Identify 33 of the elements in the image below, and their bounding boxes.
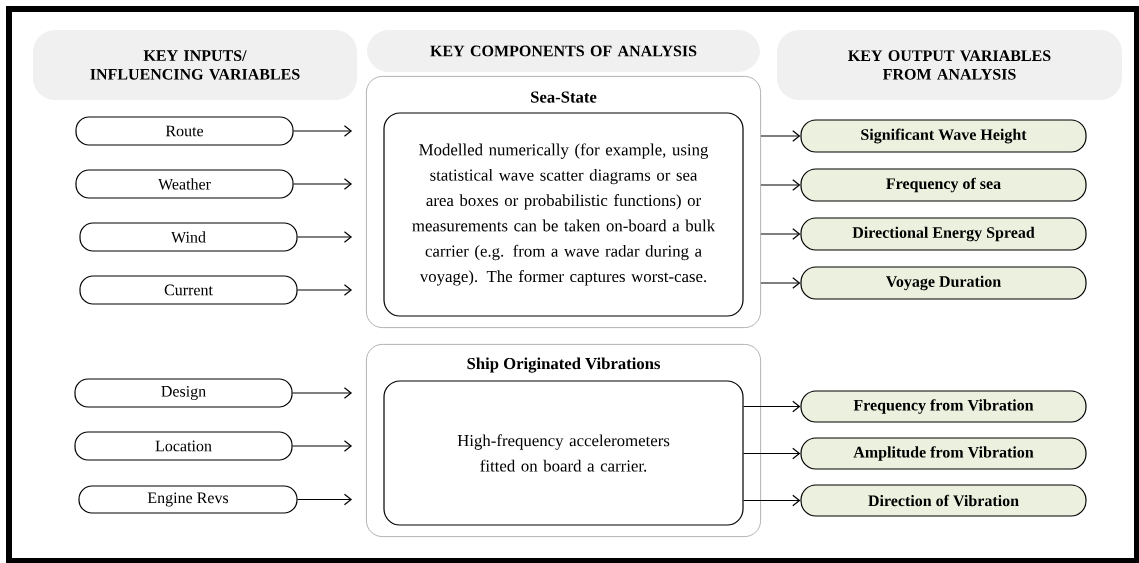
output-pill: Direction of Vibration [800, 484, 1087, 517]
arrow [760, 277, 801, 289]
arrow [292, 440, 353, 452]
arrow [743, 400, 801, 413]
description-box: Modelled numerically (for example, using statistical wave scatter diagrams or sea area boxes or probabilistic functions) or measurements can be taken on-board a bulk carrier (e.g. from a wave radar during a voyage). The former captures worst-case. [383, 112, 744, 317]
output-pill: Directional Energy Spread [800, 217, 1087, 251]
column-heading: KEY OUTPUT VARIABLES FROM ANALYSIS [777, 30, 1122, 100]
arrow [743, 494, 801, 507]
arrow [297, 284, 353, 296]
input-pill: Wind [79, 222, 298, 252]
arrow [297, 493, 353, 506]
output-pill: Frequency from Vibration [800, 390, 1087, 423]
arrow [743, 447, 801, 460]
input-pill: Location [74, 431, 293, 461]
input-pill: Current [79, 275, 298, 305]
output-pill: Amplitude from Vibration [800, 437, 1087, 470]
arrow [760, 228, 801, 240]
input-pill: Design [74, 378, 293, 408]
output-pill: Voyage Duration [800, 266, 1087, 300]
column-heading: KEY INPUTS/ INFLUENCING VARIABLES [33, 30, 357, 100]
column-heading: KEY COMPONENTS OF ANALYSIS [367, 30, 760, 72]
description-box: High-frequency accelerometers fitted on board a carrier. [383, 380, 744, 526]
input-pill: Engine Revs [78, 485, 298, 514]
arrow [292, 387, 353, 399]
arrow [293, 125, 353, 137]
arrow [760, 179, 801, 191]
input-pill: Route [75, 116, 294, 146]
arrow [760, 130, 801, 142]
arrow [293, 178, 353, 190]
output-pill: Frequency of sea [800, 168, 1087, 202]
input-pill: Weather [75, 169, 294, 199]
output-pill: Significant Wave Height [800, 119, 1087, 153]
arrow [297, 231, 353, 243]
